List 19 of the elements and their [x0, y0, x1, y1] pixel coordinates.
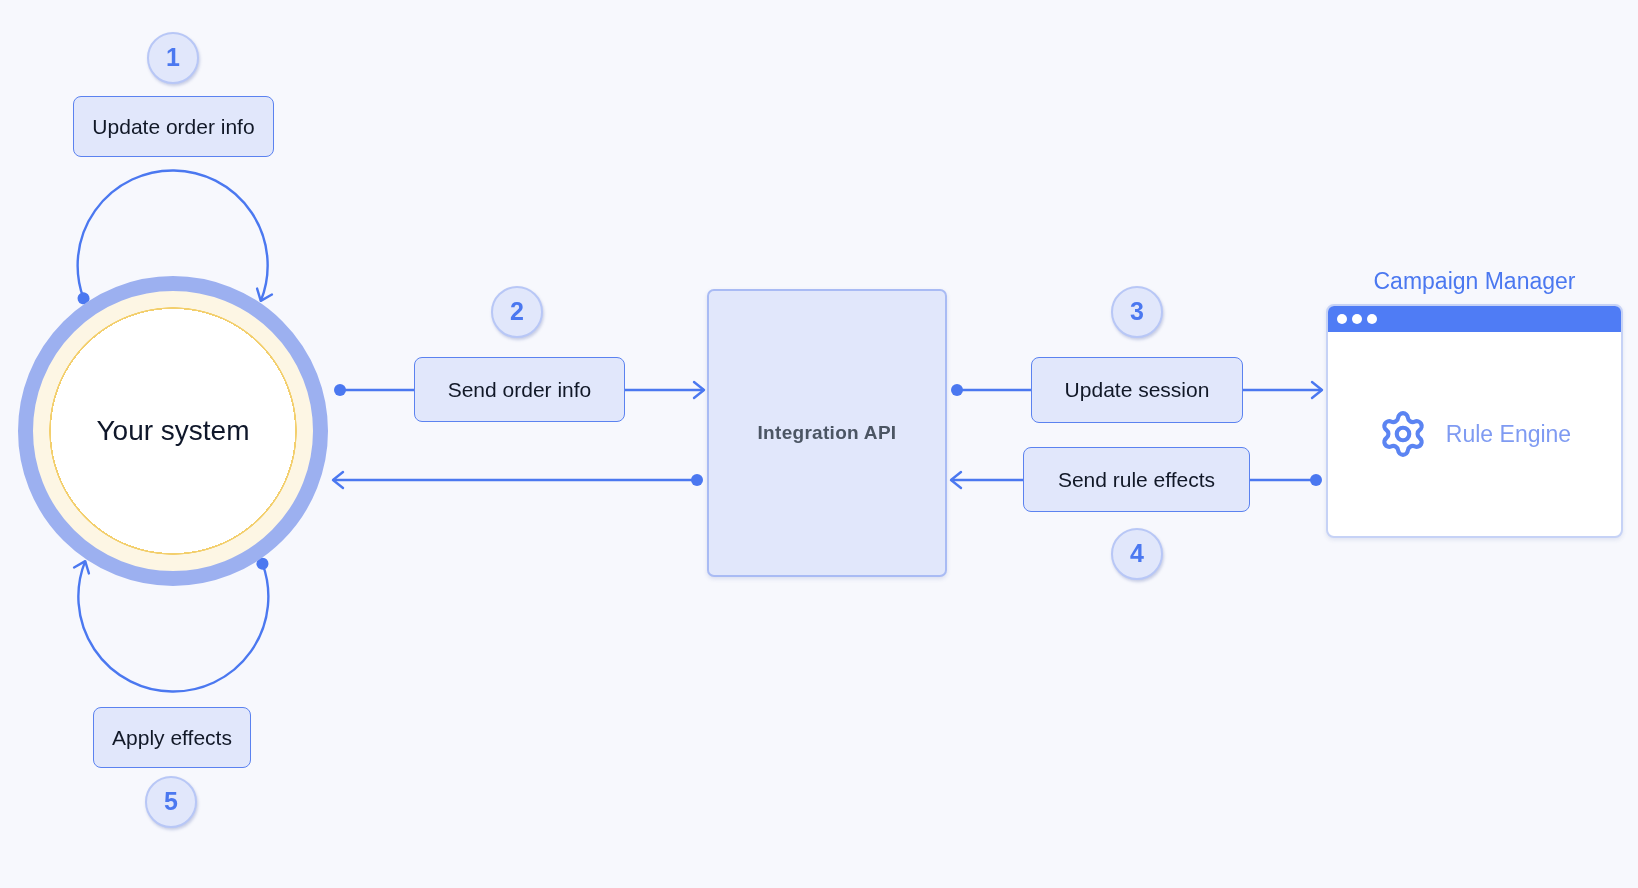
connector-arrow — [949, 470, 1023, 490]
step-number: 1 — [147, 32, 199, 84]
connector-arrow — [1243, 380, 1324, 400]
step-box: Send rule effects — [1023, 447, 1250, 512]
step-number: 5 — [145, 776, 197, 828]
step-box: Update order info — [73, 96, 274, 157]
step-box: Update session — [1031, 357, 1243, 423]
step-number: 3 — [1111, 286, 1163, 338]
connector-arrow — [331, 470, 703, 490]
engine-label: Rule Engine — [1445, 419, 1572, 449]
step-box: Send order info — [414, 357, 625, 422]
api-panel: Integration API — [707, 289, 947, 577]
connector-arrow — [625, 380, 706, 400]
step-number: 2 — [491, 286, 543, 338]
loop-arrow — [73, 557, 270, 693]
step-number: 4 — [1111, 528, 1163, 580]
step-box: Apply effects — [93, 707, 251, 768]
window-title: Campaign Manager — [1373, 267, 1576, 296]
loop-arrow — [76, 169, 273, 305]
